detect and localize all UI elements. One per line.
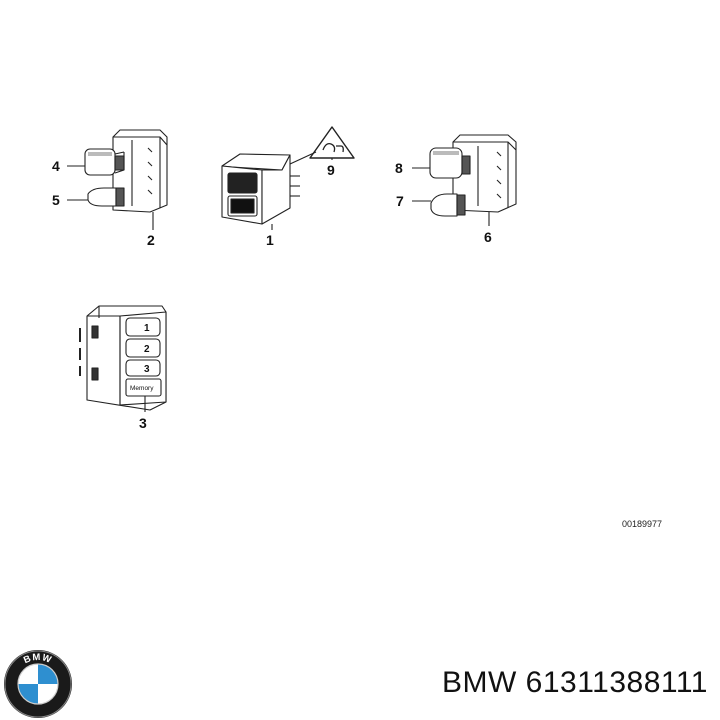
callout-6: 6 [484,229,492,245]
callout-4: 4 [52,158,60,174]
callout-5: 5 [52,192,60,208]
switch-assembly-left [84,129,168,213]
warning-triangle-icon [289,126,355,165]
memory-button-label: Memory [130,385,154,392]
memory-button-3-label: 3 [144,364,150,375]
callout-3: 3 [139,415,147,431]
part-title: BMW 61311388111 [441,666,708,699]
memory-button-2-label: 2 [144,344,150,355]
memory-switch [79,305,167,412]
bmw-logo-icon: BMW [4,650,72,718]
callout-1: 1 [266,232,274,248]
callout-7: 7 [396,193,404,209]
rocker-switch [221,153,300,230]
callout-9: 9 [327,162,335,178]
callout-2: 2 [147,232,155,248]
bmw-ring-text: BMW [22,652,54,666]
drawing-number: 00189977 [622,519,662,529]
memory-button-1-label: 1 [144,323,150,334]
leader-lines-right [412,167,490,226]
callout-8: 8 [395,160,403,176]
switch-assembly-right [429,134,517,217]
leader-lines-left [67,165,154,230]
